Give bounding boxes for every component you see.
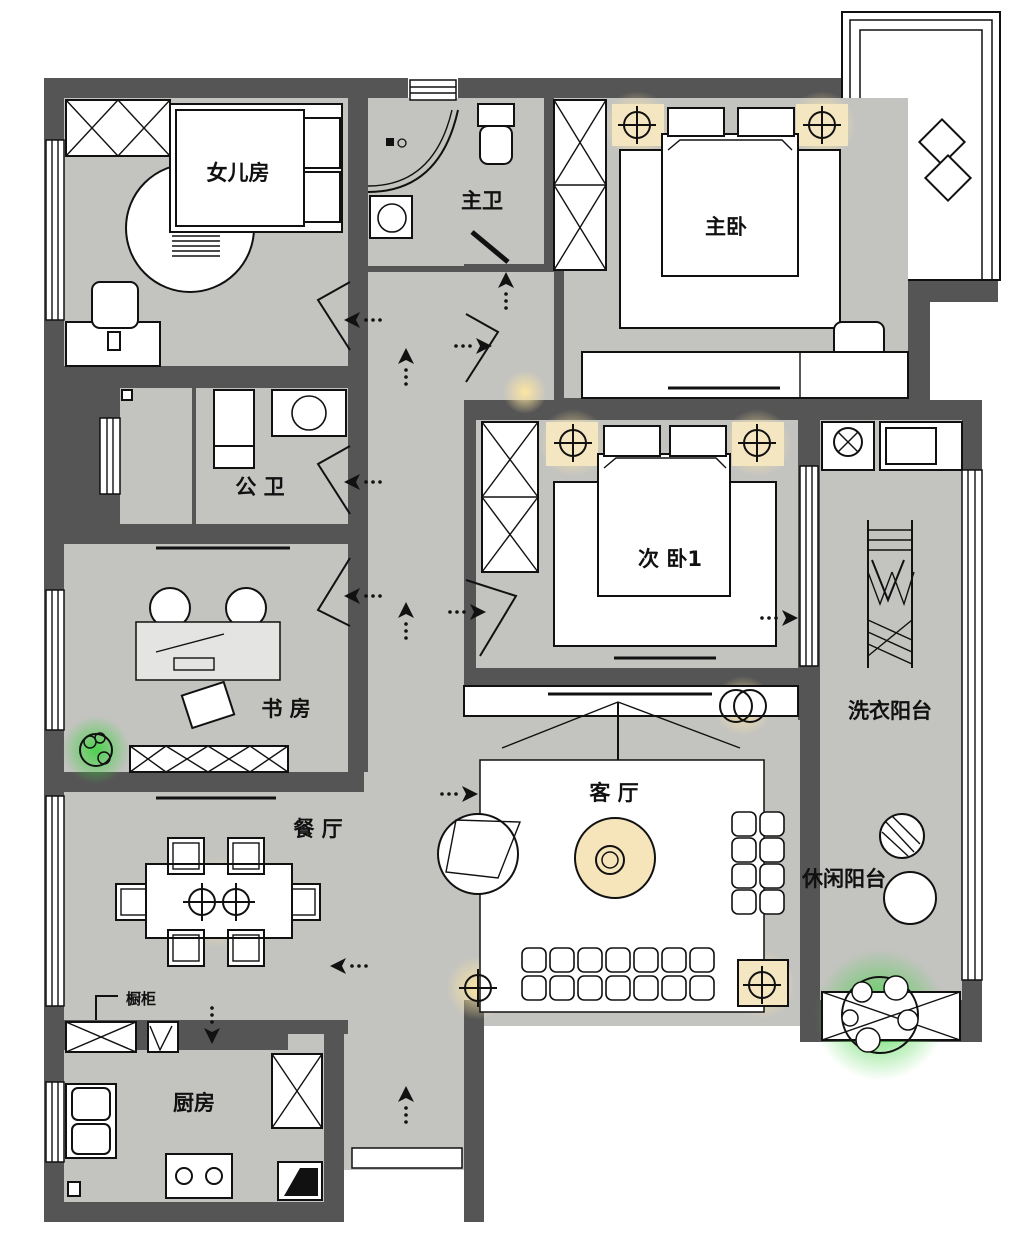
balcony-pillows xyxy=(917,117,973,203)
label-kitchen: 厨房 xyxy=(173,1091,215,1115)
study-furniture xyxy=(129,546,290,773)
master-bedroom-furniture xyxy=(553,99,909,399)
public-bath-fixtures xyxy=(121,389,347,469)
label-cabinet: 橱柜 xyxy=(126,990,156,1008)
master-bath-fixtures xyxy=(367,103,515,264)
label-master-bath: 主卫 xyxy=(461,189,503,213)
drying-rack xyxy=(867,520,915,668)
label-second-bedroom: 次 卧1 xyxy=(638,547,702,571)
bed-icon xyxy=(661,133,799,277)
daughter-room-furniture xyxy=(65,99,343,367)
windows xyxy=(45,79,983,1169)
label-public-bath: 公 卫 xyxy=(235,475,284,499)
plant-icon xyxy=(821,975,961,1054)
label-study: 书 房 xyxy=(261,697,310,721)
second-bedroom-furniture xyxy=(481,421,784,660)
label-leisure-balcony: 休闲阳台 xyxy=(801,867,886,891)
label-daughter-room: 女儿房 xyxy=(207,161,270,185)
label-master-bedroom: 主卧 xyxy=(705,215,747,239)
living-room-furniture xyxy=(437,685,799,1013)
dining-furniture xyxy=(115,796,321,967)
bed-icon xyxy=(597,453,731,597)
label-dining-room: 餐 厅 xyxy=(293,817,342,841)
laundry-fixtures xyxy=(821,421,963,925)
toilet-icon xyxy=(477,103,515,127)
plant-icon xyxy=(79,732,113,767)
label-laundry-balcony: 洗衣阳台 xyxy=(848,699,932,723)
label-living-room: 客 厅 xyxy=(589,781,638,805)
kitchen-fixtures xyxy=(65,995,323,1201)
door-arc-icon xyxy=(316,281,518,657)
room-labels: 女儿房 主卫 主卧 公 卫 次 卧1 书 房 洗衣阳台 客 厅 餐 厅 休闲阳台… xyxy=(126,161,932,1115)
